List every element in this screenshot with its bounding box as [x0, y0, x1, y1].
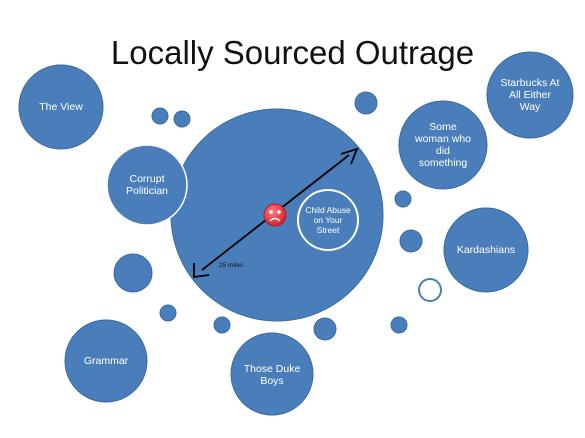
bubble-some-woman — [398, 100, 488, 190]
slide-title: Locally Sourced Outrage — [110, 34, 475, 71]
label-some-woman: Some woman who did something — [414, 121, 472, 169]
label-child-abuse: Child Abuse on Your Street — [305, 205, 351, 235]
small-bubble — [159, 304, 177, 322]
small-bubble — [354, 91, 378, 115]
bubble-corrupt-politician — [106, 144, 188, 226]
small-bubble — [313, 317, 337, 341]
label-starbucks: Starbucks At All Either Way — [500, 77, 560, 113]
hollow-bubble — [418, 278, 442, 302]
small-bubble — [151, 107, 169, 125]
small-bubble — [390, 316, 408, 334]
label-the-view: The View — [39, 101, 83, 113]
bubble-kardashians — [443, 207, 529, 293]
small-bubble — [113, 253, 153, 293]
frowning-face-icon — [263, 203, 287, 227]
small-bubble — [394, 190, 412, 208]
label-duke-boys: Those Duke Boys — [243, 363, 301, 387]
label-kardashians: Kardashians — [456, 244, 516, 256]
bubble-duke-boys — [230, 332, 314, 416]
small-bubble — [213, 316, 231, 334]
bubble-starbucks — [486, 51, 574, 139]
bubble-child-abuse — [297, 189, 359, 251]
label-corrupt-politician: Corrupt Politician — [125, 173, 169, 197]
bubble-the-view — [18, 64, 104, 150]
radius-distance-label: 25 miles — [219, 262, 244, 269]
small-bubble — [173, 110, 191, 128]
small-bubble — [399, 229, 423, 253]
label-grammar: Grammar — [83, 355, 129, 367]
bubble-grammar — [64, 319, 148, 403]
